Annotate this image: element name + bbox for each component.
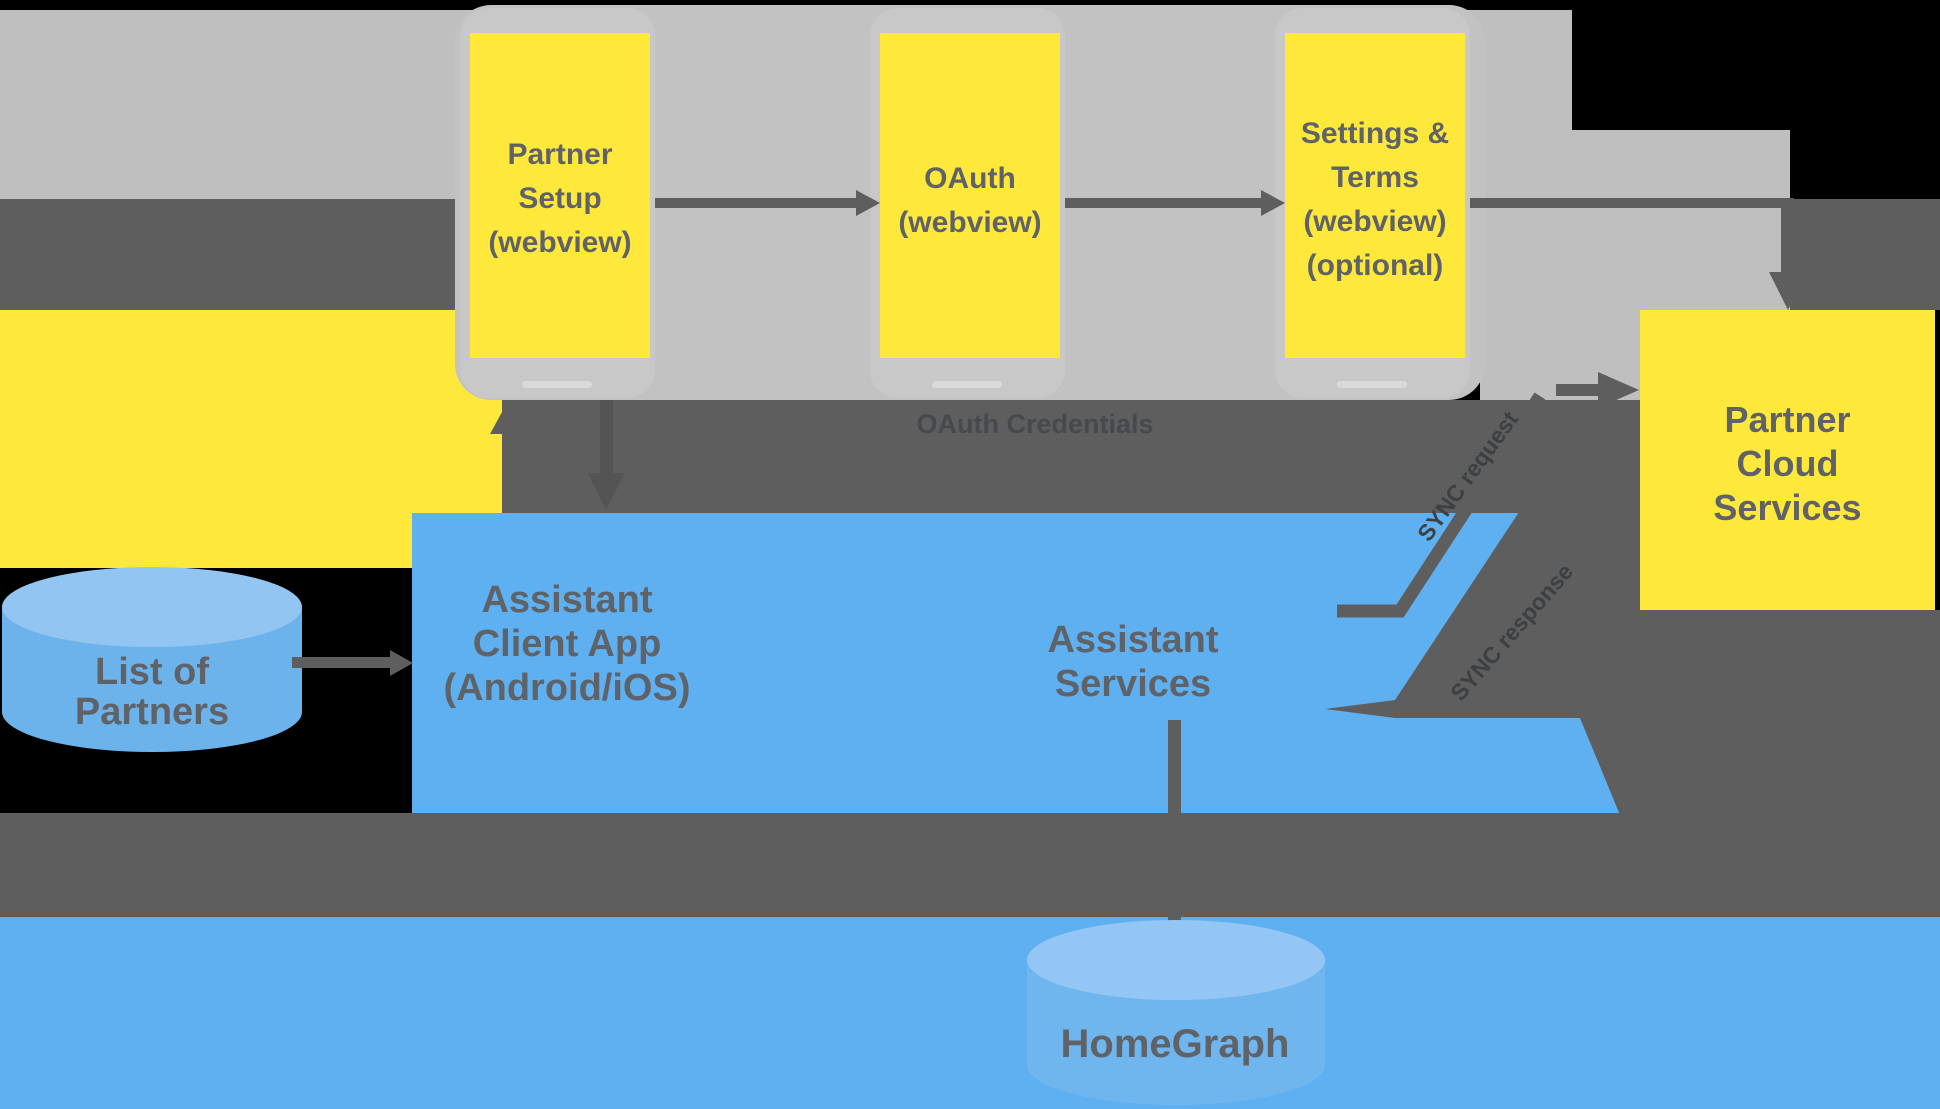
homegraph-cylinder [1027,920,1325,1105]
arrow-setup-to-oauth-shaft [655,198,858,208]
partners-to-app-head [390,650,413,676]
partners-to-app-shaft [292,657,392,668]
sync-request-head [1598,372,1639,408]
card-flow-arrows [655,190,1806,310]
arrow-oauth-to-settings-head [1261,190,1285,216]
card-settings-terms [1285,33,1465,358]
sync-request-nub [1556,384,1600,396]
partner-cloud-services-box [1640,310,1935,610]
arrow-settings-to-cloud-head [1769,272,1806,310]
card-oauth [880,33,1060,358]
arrow-up-to-webview-shaft [502,428,515,513]
sync-request-shaft [1337,392,1546,618]
sync-request-arrow [1337,372,1639,618]
phone-home-bar-3 [1337,381,1407,388]
lower-flow-band [0,813,1940,917]
arrow-down-to-app-head [588,473,625,510]
light-patch-right [1480,130,1790,310]
list-of-partners-body [2,607,302,752]
list-of-partners-top [2,567,302,647]
partner-return-flow-region [1325,400,1940,815]
arrow-settings-to-cloud-vertical [1781,198,1794,274]
homegraph-arrow-shaft [1168,720,1181,940]
phone-home-bar-2 [932,381,1002,388]
phone-home-bar-1 [522,381,592,388]
arrow-settings-to-cloud-horizontal [1470,198,1793,208]
arrow-oauth-to-settings-shaft [1065,198,1263,208]
homegraph-body [1027,960,1325,1105]
arrow-up-to-webview-head [490,401,527,434]
partners-to-app-arrow [292,650,413,676]
client-webview-arrows [490,400,625,513]
bottom-blue-band [0,917,1940,1109]
arrow-setup-to-oauth-head [856,190,880,216]
arrow-down-to-app-shaft [600,400,613,478]
homegraph-top [1027,920,1325,1000]
list-of-partners-cylinder [2,567,302,752]
middle-flow-band [502,400,1570,513]
card-partner-setup [470,33,650,358]
